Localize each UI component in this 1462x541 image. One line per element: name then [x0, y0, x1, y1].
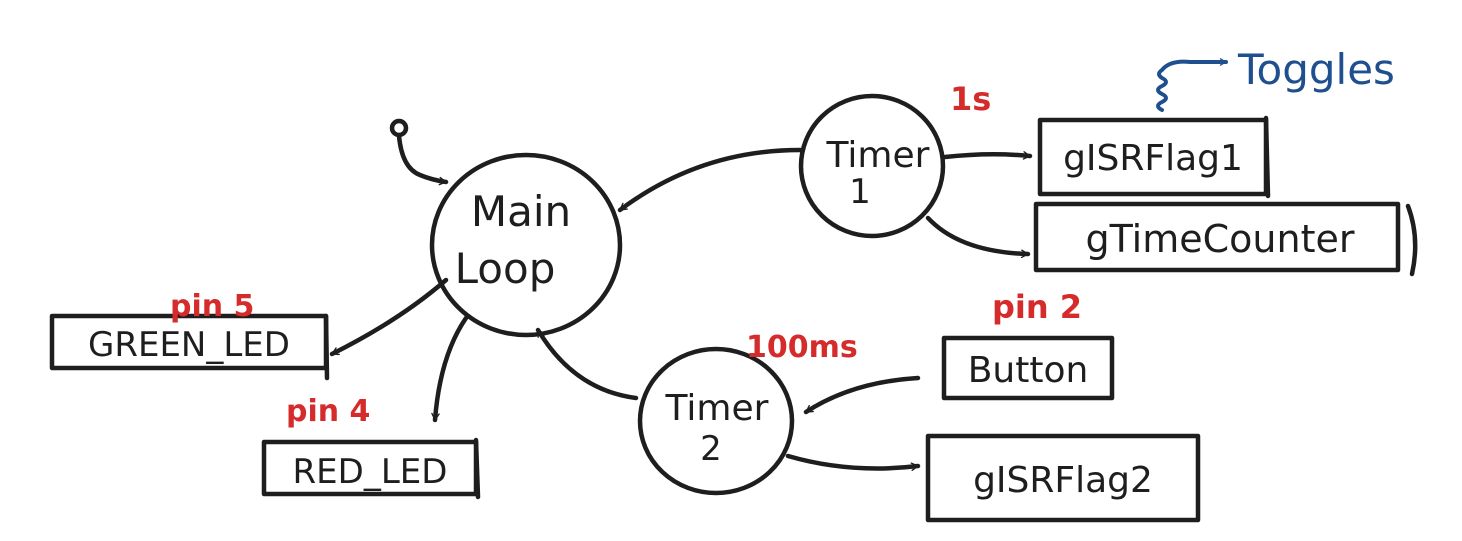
- arrow-button-to-timer2: [803, 375, 921, 415]
- arrow-main-loop-to-green-led: [329, 277, 449, 357]
- red-led-label: RED_LED: [293, 452, 448, 492]
- main-loop-label-line1: Main: [471, 187, 571, 236]
- toggles-label: Toggles: [1237, 45, 1395, 94]
- red-led-rect-edge: [473, 437, 481, 500]
- arrow-timer1-to-main-loop: [617, 147, 803, 213]
- main-loop-node: Main Loop: [429, 152, 623, 338]
- timer1-label-line1: Timer: [826, 135, 930, 176]
- button-label: Button: [968, 350, 1089, 391]
- isr-flag1-box: gISRFlag1: [1037, 115, 1271, 199]
- pin4-label: pin 4: [286, 394, 370, 429]
- time-counter-box: gTimeCounter: [1033, 201, 1418, 277]
- green-led-box: GREEN_LED: [49, 313, 330, 381]
- timer1-circle: [798, 93, 946, 239]
- green-led-rect-edge: [323, 313, 330, 381]
- timer1-node: Timer 1: [798, 93, 946, 239]
- arrows: [329, 147, 1033, 471]
- timer2-label-line2: 2: [700, 429, 722, 469]
- isr-flag2-rect: [925, 433, 1201, 523]
- isr-flag1-label: gISRFlag1: [1063, 138, 1243, 179]
- entry-point-circle: [389, 118, 409, 138]
- timer1-period-label: 1s: [950, 80, 991, 118]
- isr-flag1-rect-edge: [1263, 115, 1271, 199]
- timer2-circle: [637, 346, 795, 496]
- isr-flag2-label: gISRFlag2: [973, 460, 1153, 501]
- timer2-period-label: 100ms: [746, 330, 858, 365]
- pin-annotations: pin 5 pin 4 pin 2 1s 100ms: [170, 80, 1082, 429]
- arrow-timer1-to-time-counter: [925, 215, 1031, 259]
- main-loop-label-line2: Loop: [455, 244, 556, 293]
- timer1-label-line2: 1: [849, 172, 871, 212]
- pin5-label: pin 5: [170, 289, 254, 324]
- arrow-timer2-to-main-loop: [535, 327, 639, 401]
- time-counter-rect-edge: [1405, 203, 1418, 277]
- arrow-timer1-to-isr-flag1: [942, 151, 1033, 160]
- toggles-arrow: [1156, 58, 1228, 112]
- pin2-label: pin 2: [992, 288, 1082, 326]
- main-loop-circle: [429, 152, 623, 338]
- entry-point: [389, 118, 449, 186]
- timer2-node: Timer 2: [637, 346, 795, 496]
- entry-arrow: [396, 133, 449, 186]
- timer2-label-line1: Timer: [665, 388, 769, 429]
- toggles-annotation: Toggles: [1156, 45, 1395, 112]
- arrow-timer2-to-isr-flag2: [785, 453, 921, 471]
- button-box: Button: [941, 335, 1115, 401]
- isr-flag2-box: gISRFlag2: [925, 433, 1201, 523]
- arrow-main-loop-to-red-led: [431, 315, 469, 423]
- time-counter-rect: [1033, 201, 1401, 273]
- button-rect: [941, 335, 1115, 401]
- red-led-box: RED_LED: [261, 437, 481, 500]
- green-led-label: GREEN_LED: [88, 325, 290, 365]
- time-counter-label: gTimeCounter: [1086, 217, 1355, 261]
